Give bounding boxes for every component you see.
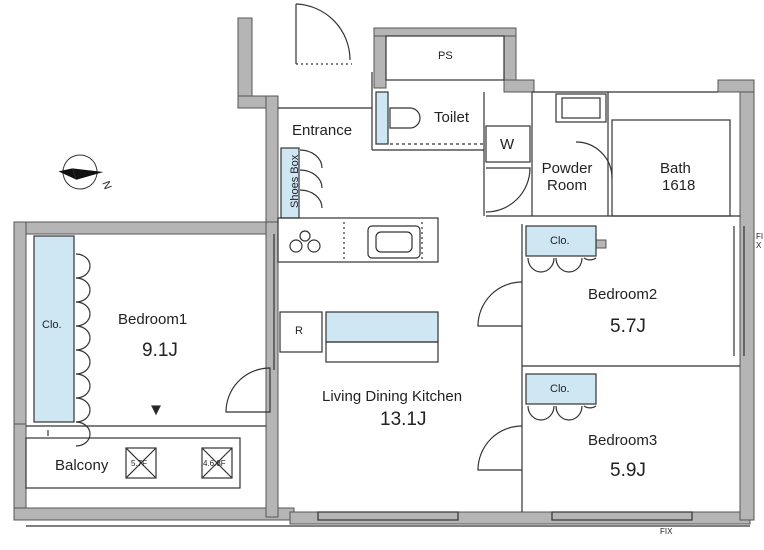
bedroom1-closet-label: Clo. [42, 319, 62, 331]
toilet-bowl [389, 107, 421, 129]
toilet-label: Toilet [434, 109, 470, 126]
bedroom2-closet-label: Clo. [550, 235, 570, 247]
ldk-label: Living Dining Kitchen [322, 388, 463, 405]
bedroom1-label: Bedroom1 [118, 311, 188, 328]
exterior-walls [13, 17, 755, 525]
shoes-box-label: Shoes Box [289, 154, 301, 208]
bedroom1-size: 9.1J [142, 340, 178, 361]
kitchen-counter [277, 217, 439, 263]
ldk-size: 13.1J [380, 409, 427, 430]
compass-icon [58, 154, 104, 190]
bedroom2-size: 5.7J [610, 316, 646, 337]
kitchen-sink [367, 225, 421, 259]
island-counter [325, 311, 439, 343]
balcony-floor-b: 4.6.8F [203, 459, 226, 468]
powder-room-label-line1: Powder [541, 160, 593, 177]
fix-bottom-label: FIX [660, 527, 673, 536]
balcony-label: Balcony [55, 457, 109, 474]
balcony-arrow [151, 405, 161, 416]
bedroom2-label: Bedroom2 [588, 286, 658, 303]
balcony-drain-a [125, 447, 157, 479]
bedroom3-size: 5.9J [610, 460, 646, 481]
bath-size: 1618 [662, 177, 696, 194]
bedroom1-closet [33, 235, 75, 423]
w-label: W [500, 136, 515, 153]
bath-label: Bath [660, 160, 691, 177]
refrigerator-label: R [295, 325, 303, 337]
toilet-tank [375, 91, 389, 145]
fix-right-label: FIX [756, 232, 764, 250]
balcony-drain-b [201, 447, 233, 479]
bedroom3-label: Bedroom3 [588, 432, 658, 449]
balcony-floor-a: 5.7F [131, 459, 148, 468]
ps-box [385, 35, 505, 81]
bedroom2-closet [525, 225, 597, 257]
bedroom3-closet-label: Clo. [550, 383, 570, 395]
powder-room-label-line2: Room [546, 177, 587, 194]
entrance-label: Entrance [292, 122, 353, 139]
ps-label: PS [438, 50, 453, 62]
refrigerator [279, 311, 323, 353]
bedroom3-closet [525, 373, 597, 405]
